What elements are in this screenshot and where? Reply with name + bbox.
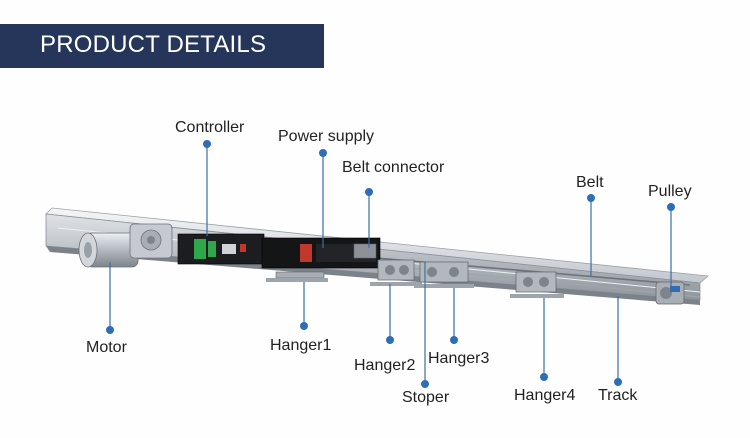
- header-banner: [0, 24, 324, 68]
- belt-connector-block: [353, 243, 377, 259]
- motor: [78, 232, 139, 268]
- hanger-carriage: [510, 271, 564, 298]
- label-hanger4: Hanger4: [514, 387, 576, 404]
- hanger-carriage: [414, 261, 474, 288]
- label-belt: Belt: [576, 174, 604, 191]
- label-power-supply: Power supply: [278, 128, 375, 145]
- pulley: [655, 281, 685, 305]
- label-hanger2: Hanger2: [354, 357, 416, 374]
- leader-dots: [106, 140, 675, 388]
- label-controller: Controller: [175, 119, 245, 136]
- label-belt-connector: Belt connector: [342, 159, 445, 176]
- gearbox: [129, 223, 173, 259]
- page-title: PRODUCT DETAILS: [40, 31, 267, 58]
- controller-unit: [177, 233, 265, 265]
- label-hanger3: Hanger3: [428, 350, 490, 367]
- label-pulley: Pulley: [648, 183, 692, 200]
- label-hanger1: Hanger1: [270, 337, 332, 354]
- hanger-carriage: [370, 259, 422, 286]
- leader-lines: [109, 144, 672, 384]
- label-stoper: Stoper: [402, 389, 450, 406]
- label-motor: Motor: [86, 339, 127, 356]
- label-track: Track: [598, 387, 638, 404]
- hanger-carriage: [266, 271, 328, 282]
